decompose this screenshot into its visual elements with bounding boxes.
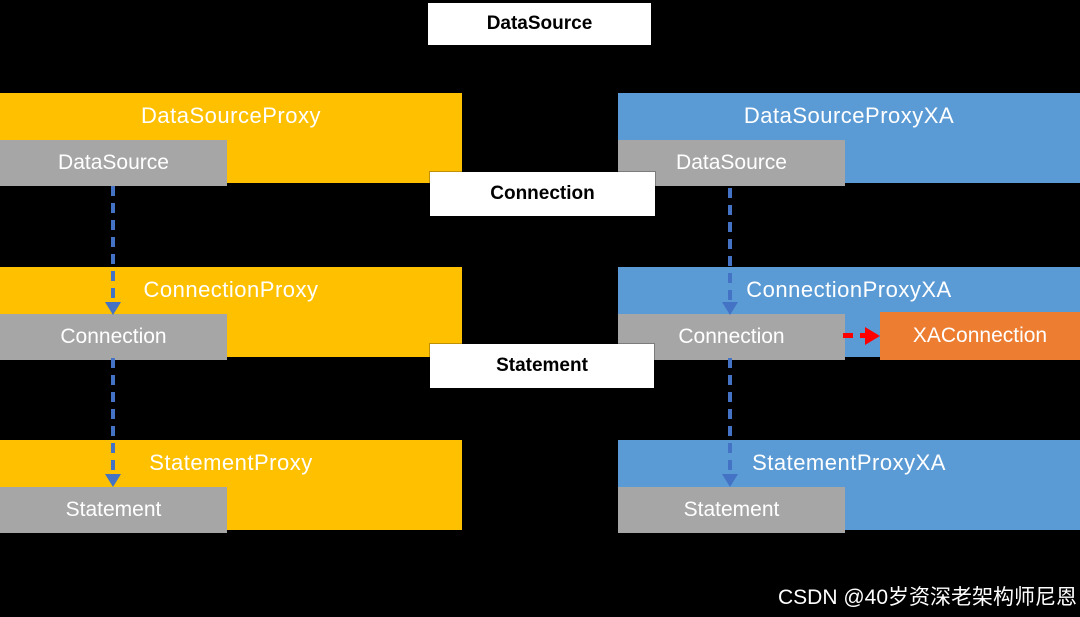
connection-interface-label: Connection bbox=[430, 172, 655, 216]
statement-interface-label: Statement bbox=[430, 344, 654, 388]
datasourceproxyxa-inner-datasource: DataSource bbox=[618, 140, 845, 186]
arrow-down-icon bbox=[722, 302, 738, 315]
dashed-arrow-right-datasource-to-connection bbox=[728, 188, 732, 302]
connectionproxyxa-inner-connection: Connection bbox=[618, 314, 845, 360]
connectionproxy-inner-connection: Connection bbox=[0, 314, 227, 360]
datasourceproxy-title: DataSourceProxy bbox=[141, 103, 321, 128]
connectionproxyxa-box: ConnectionProxyXA Connection bbox=[618, 267, 1080, 360]
arrow-down-icon bbox=[105, 474, 121, 487]
dashed-arrow-connection-to-xaconnection bbox=[843, 333, 867, 338]
datasourceproxy-inner-datasource: DataSource bbox=[0, 140, 227, 186]
connectionproxyxa-title: ConnectionProxyXA bbox=[746, 277, 952, 302]
watermark-text: CSDN @40岁资深老架构师尼恩 bbox=[777, 586, 1077, 609]
statementproxy-inner-statement: Statement bbox=[0, 487, 227, 533]
connectionproxy-box: ConnectionProxy Connection bbox=[0, 267, 462, 360]
arrow-down-icon bbox=[105, 302, 121, 315]
arrow-right-icon bbox=[865, 327, 880, 345]
statementproxy-title: StatementProxy bbox=[149, 450, 313, 475]
datasourceproxyxa-box: DataSourceProxyXA DataSource bbox=[618, 93, 1080, 186]
statementproxyxa-box: StatementProxyXA Statement bbox=[618, 440, 1080, 533]
dashed-arrow-right-connection-to-statement bbox=[728, 358, 732, 474]
datasource-interface-label: DataSource bbox=[428, 3, 651, 45]
statementproxyxa-inner-statement: Statement bbox=[618, 487, 845, 533]
dashed-arrow-left-datasource-to-connection bbox=[111, 186, 115, 302]
dashed-arrow-left-connection-to-statement bbox=[111, 358, 115, 474]
statementproxyxa-title: StatementProxyXA bbox=[752, 450, 946, 475]
connectionproxy-title: ConnectionProxy bbox=[143, 277, 319, 302]
arrow-down-icon bbox=[722, 474, 738, 487]
xaconnection-box: XAConnection bbox=[880, 312, 1080, 360]
statementproxy-box: StatementProxy Statement bbox=[0, 440, 462, 533]
datasourceproxyxa-title: DataSourceProxyXA bbox=[743, 103, 955, 128]
datasourceproxy-box: DataSourceProxy DataSource bbox=[0, 93, 462, 186]
